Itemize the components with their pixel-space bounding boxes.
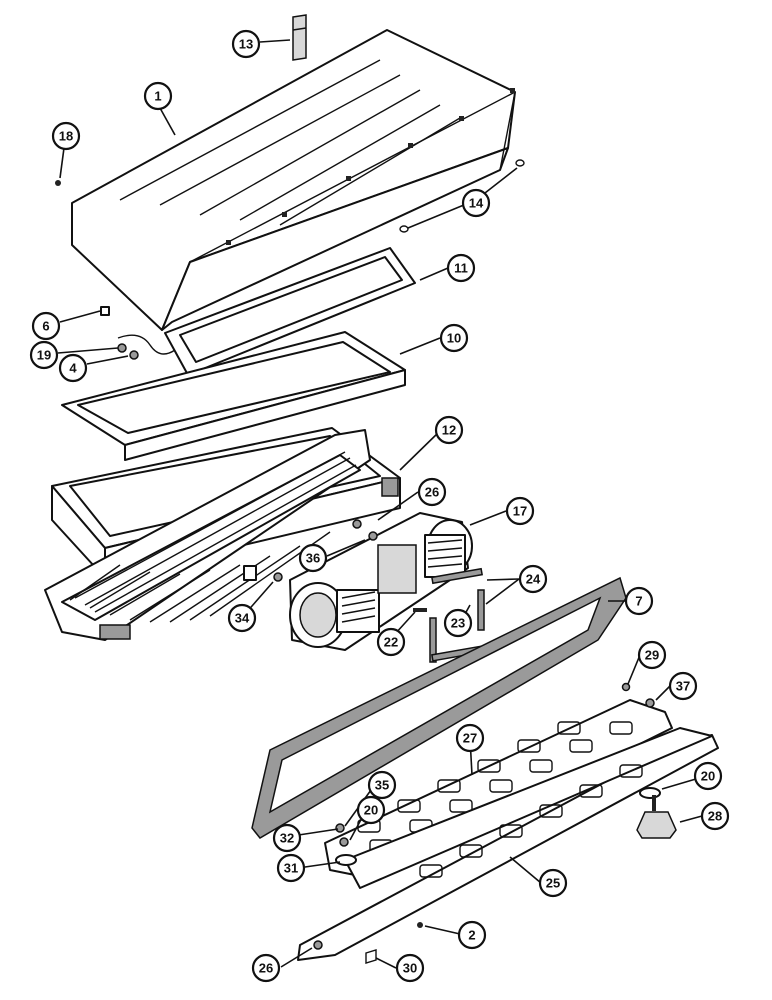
svg-text:1: 1 (154, 89, 161, 104)
svg-text:23: 23 (451, 616, 465, 631)
svg-text:22: 22 (384, 635, 398, 650)
callouts: 13 1 18 14 11 6 19 4 10 12 26 17 36 24 7… (29, 29, 730, 983)
svg-text:26: 26 (425, 485, 439, 500)
large-gasket (251, 576, 627, 839)
housing-cover (71, 29, 516, 331)
svg-text:4: 4 (69, 361, 77, 376)
fasteners (55, 159, 525, 360)
svg-text:35: 35 (375, 778, 389, 793)
svg-text:11: 11 (454, 261, 468, 276)
callout-2: 2 (457, 920, 487, 950)
callout-17: 17 (505, 496, 535, 526)
svg-text:2: 2 (468, 928, 475, 943)
svg-text:14: 14 (469, 196, 484, 211)
callout-26-upper: 26 (417, 477, 447, 507)
svg-text:29: 29 (645, 648, 659, 663)
callout-13: 13 (231, 29, 261, 59)
svg-text:30: 30 (403, 961, 417, 976)
lower-louver-plate (297, 727, 719, 961)
callout-28: 28 (700, 801, 730, 831)
svg-text:28: 28 (708, 809, 722, 824)
svg-text:32: 32 (280, 831, 294, 846)
callout-30: 30 (395, 953, 425, 983)
callout-29: 29 (637, 640, 667, 670)
callout-23: 23 (443, 608, 473, 638)
callout-19: 19 (29, 340, 59, 370)
svg-text:26: 26 (259, 961, 273, 976)
svg-text:34: 34 (235, 611, 250, 626)
svg-text:20: 20 (701, 769, 715, 784)
callout-22: 22 (376, 627, 406, 657)
callout-12: 12 (434, 415, 464, 445)
callout-6: 6 (31, 311, 61, 341)
svg-text:13: 13 (239, 37, 253, 52)
callout-7: 7 (624, 586, 654, 616)
svg-text:25: 25 (546, 876, 560, 891)
svg-text:24: 24 (526, 572, 541, 587)
svg-text:12: 12 (442, 423, 456, 438)
svg-text:10: 10 (447, 331, 461, 346)
callout-20-right: 20 (693, 761, 723, 791)
callout-34: 34 (227, 603, 257, 633)
callout-27: 27 (455, 723, 485, 753)
coil-pan (44, 429, 399, 641)
callout-14: 14 (461, 188, 491, 218)
callout-24: 24 (518, 564, 548, 594)
blower-assembly (273, 512, 473, 651)
callout-10: 10 (439, 323, 469, 353)
callout-32: 32 (272, 823, 302, 853)
svg-text:7: 7 (635, 594, 642, 609)
callout-20-left: 20 (356, 795, 386, 825)
callout-35: 35 (367, 770, 397, 800)
svg-text:27: 27 (463, 731, 477, 746)
svg-text:31: 31 (284, 861, 298, 876)
callout-1: 1 (143, 81, 173, 111)
lower-fasteners (313, 682, 677, 964)
callout-18: 18 (51, 121, 81, 151)
callout-37: 37 (668, 671, 698, 701)
svg-text:19: 19 (37, 348, 51, 363)
callout-25: 25 (538, 868, 568, 898)
gasket-frame (164, 247, 416, 376)
callout-26-lower: 26 (251, 953, 281, 983)
callout-36: 36 (298, 543, 328, 573)
svg-text:20: 20 (364, 803, 378, 818)
clip-part (292, 14, 307, 61)
svg-text:6: 6 (42, 319, 49, 334)
svg-text:36: 36 (306, 551, 320, 566)
svg-text:37: 37 (676, 679, 690, 694)
callout-11: 11 (446, 253, 476, 283)
callout-4: 4 (58, 353, 88, 383)
svg-text:18: 18 (59, 129, 73, 144)
filter-tray (61, 331, 406, 461)
svg-text:17: 17 (513, 504, 527, 519)
callout-31: 31 (276, 853, 306, 883)
